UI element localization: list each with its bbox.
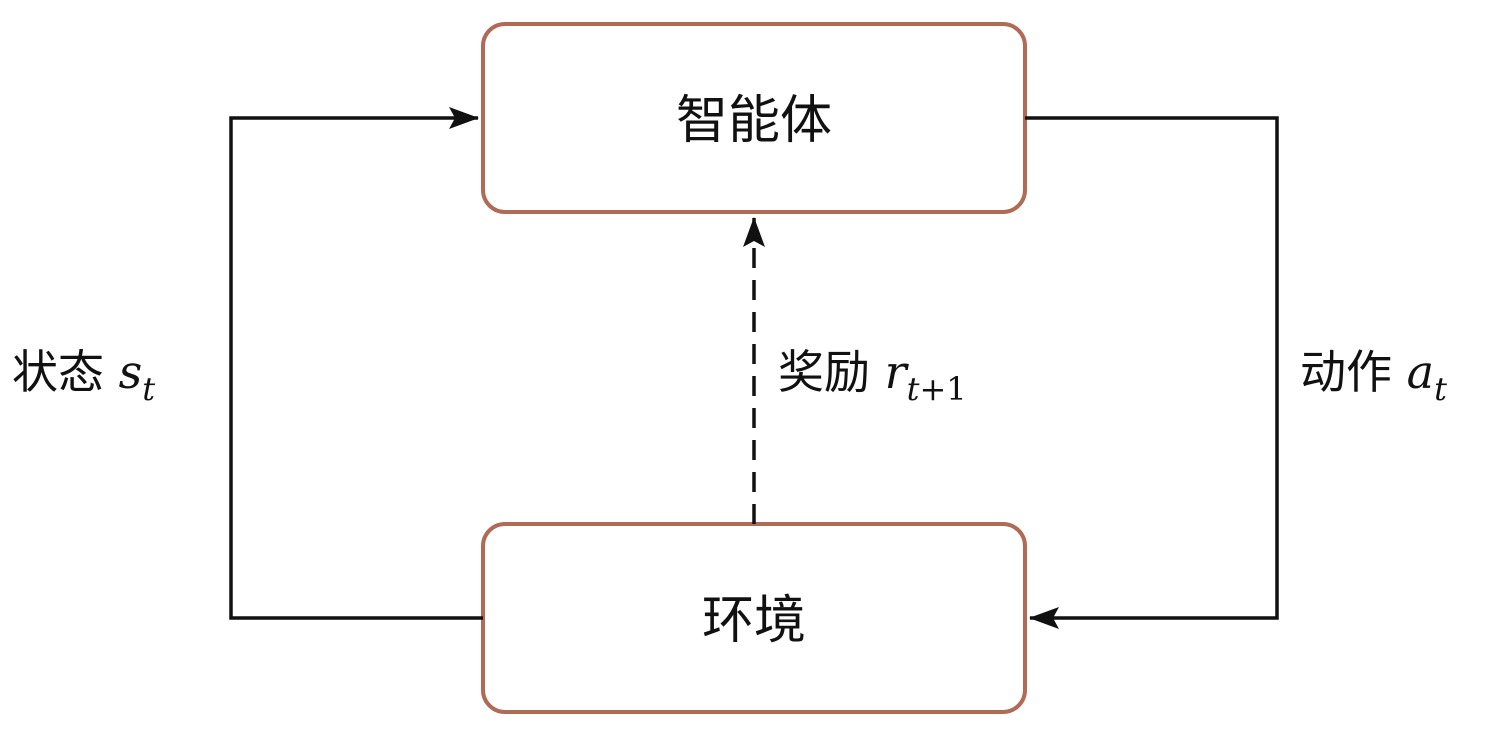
state-arrow <box>229 107 483 620</box>
reward-symbol: r <box>885 345 910 399</box>
action-edge: 动作 at <box>1025 116 1447 629</box>
action-symbol: a <box>1407 345 1434 399</box>
reward-subscript-var: t <box>907 370 920 408</box>
reward-edge-label: 奖励 rt+1 <box>778 345 967 408</box>
state-symbol: s <box>119 345 143 399</box>
reward-label-text: 奖励 <box>778 345 870 399</box>
reward-edge: 奖励 rt+1 <box>743 217 967 524</box>
state-edge: 状态 st <box>12 107 483 620</box>
agent-label: 智能体 <box>676 91 832 151</box>
reward-subscript-op: +1 <box>919 370 966 408</box>
environment-node: 环境 <box>481 522 1027 714</box>
state-subscript: t <box>142 370 155 408</box>
action-label-text: 动作 <box>1300 345 1392 399</box>
environment-label: 环境 <box>702 591 806 651</box>
action-subscript: t <box>1434 370 1447 408</box>
state-edge-label: 状态 st <box>12 345 155 408</box>
action-edge-label: 动作 at <box>1300 345 1447 408</box>
agent-node: 智能体 <box>481 22 1027 214</box>
state-label-text: 状态 <box>12 345 104 399</box>
action-arrow <box>1025 116 1279 629</box>
